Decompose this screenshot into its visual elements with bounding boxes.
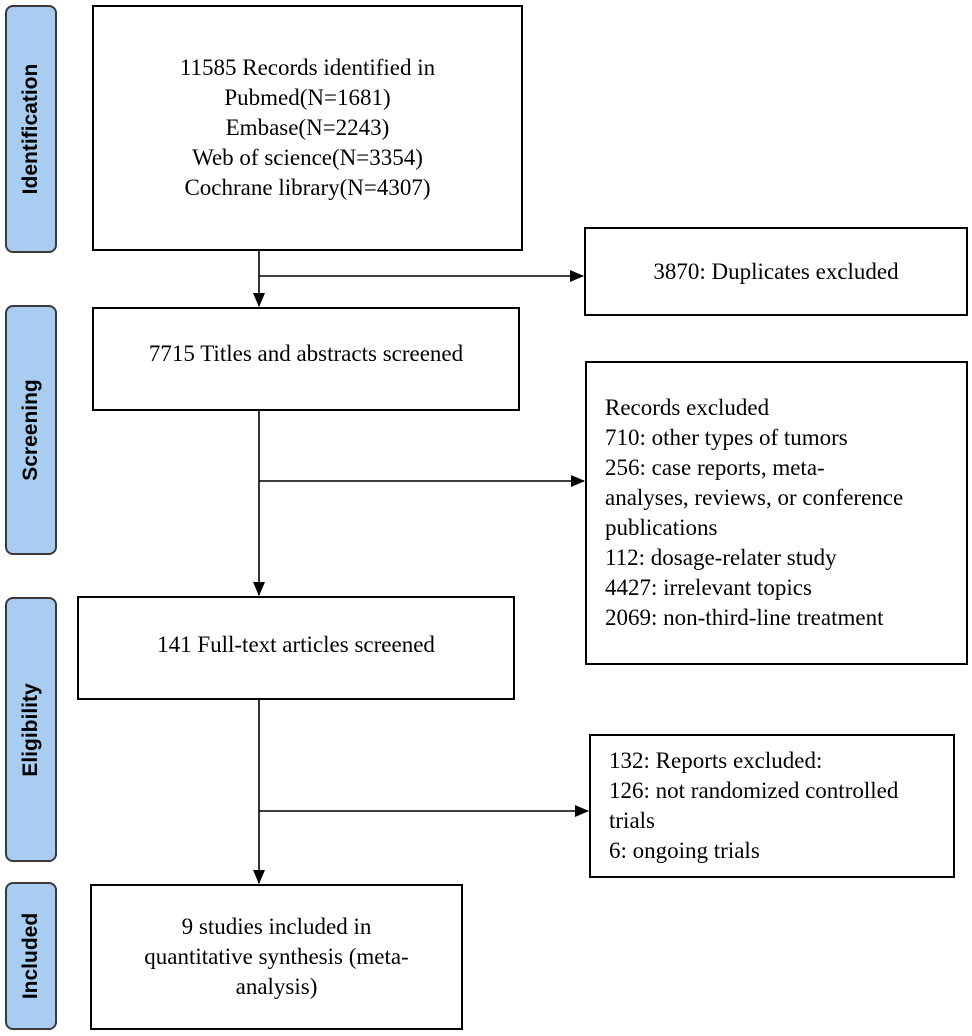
- fulltext-screened-text: 141 Full-text articles screened: [157, 632, 435, 657]
- studies-included-line: analysis): [235, 974, 318, 999]
- records-excluded-line: analyses, reviews, or conference: [605, 485, 904, 510]
- records-excluded-line: publications: [605, 515, 718, 540]
- titles-screened-text: 7715 Titles and abstracts screened: [148, 341, 464, 366]
- records-excluded-line: 2069: non-third-line treatment: [605, 605, 884, 630]
- records-identified-line: Embase(N=2243): [225, 115, 390, 140]
- records-excluded-box: Records excluded 710: other types of tum…: [585, 361, 968, 665]
- records-excluded-line: Records excluded: [605, 395, 770, 420]
- duplicates-excluded-text: 3870: Duplicates excluded: [653, 258, 899, 284]
- reports-excluded-line: 126: not randomized controlled: [609, 778, 899, 803]
- records-identified-line: Pubmed(N=1681): [224, 85, 391, 110]
- records-excluded-line: 112: dosage-relater study: [605, 545, 837, 570]
- studies-included-line: 9 studies included in: [181, 914, 372, 939]
- records-excluded-line: 256: case reports, meta-: [605, 455, 825, 480]
- studies-included-line: quantitative synthesis (meta-: [144, 944, 409, 969]
- reports-excluded-line: trials: [609, 808, 655, 833]
- records-identified-line: Cochrane library(N=4307): [184, 175, 431, 200]
- stage-included: Included: [5, 882, 57, 1030]
- titles-screened-box: 7715 Titles and abstracts screened: [92, 307, 520, 411]
- stage-eligibility: Eligibility: [5, 597, 57, 862]
- records-identified-line: 11585 Records identified in: [179, 55, 436, 80]
- duplicates-excluded-box: 3870: Duplicates excluded: [584, 227, 968, 316]
- fulltext-screened-box: 141 Full-text articles screened: [77, 596, 515, 700]
- records-identified-box: 11585 Records identified in Pubmed(N=168…: [92, 5, 523, 251]
- records-excluded-line: 710: other types of tumors: [605, 425, 848, 450]
- records-identified-line: Web of science(N=3354): [192, 145, 423, 170]
- stage-screening: Screening: [5, 305, 57, 555]
- records-excluded-line: 4427: irrelevant topics: [605, 575, 812, 600]
- stage-identification: Identification: [5, 5, 57, 253]
- reports-excluded-box: 132: Reports excluded: 126: not randomiz…: [589, 734, 955, 878]
- studies-included-box: 9 studies included in quantitative synth…: [90, 884, 463, 1030]
- reports-excluded-line: 6: ongoing trials: [609, 838, 760, 863]
- reports-excluded-line: 132: Reports excluded:: [609, 748, 823, 773]
